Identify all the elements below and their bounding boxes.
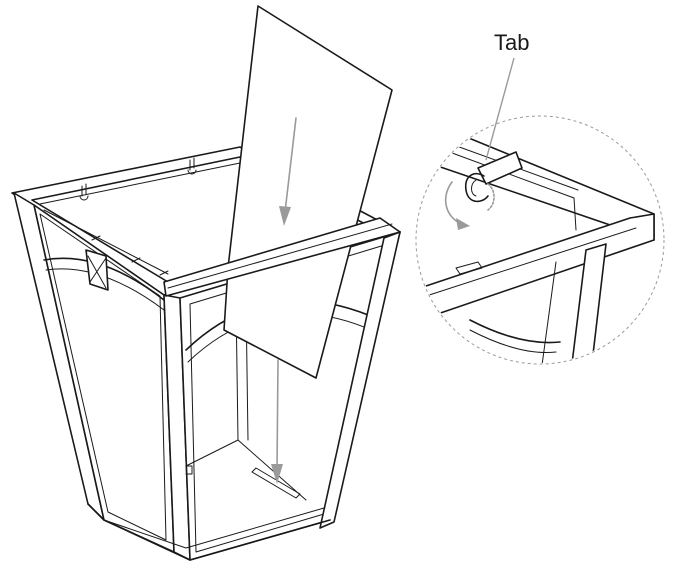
insertion-arrows (271, 117, 297, 484)
tab-detail-callout (415, 115, 665, 365)
arrow-head-lower (271, 464, 283, 484)
arrow-head-upper (279, 206, 291, 226)
tab-leader-line (485, 57, 515, 161)
left-bracket (85, 249, 109, 291)
detail-lower-tab (455, 261, 483, 275)
detail-tab-hook (464, 172, 489, 203)
rim-tab-right (187, 157, 197, 175)
rotate-arrow-head (456, 218, 470, 230)
detail-tab-bent-outline (487, 183, 495, 211)
glass-panel-insert (223, 5, 393, 379)
glass-panel (223, 5, 393, 379)
tab-label: Tab (494, 30, 529, 55)
rim-tab-left (79, 183, 89, 201)
detail-post (569, 243, 607, 363)
arrow-down-upper (284, 117, 297, 213)
bottom-tab (185, 465, 193, 475)
bottom-slot (251, 467, 301, 499)
detail-arch (469, 319, 561, 344)
top-front-rim (163, 217, 401, 297)
detail-tab (477, 151, 523, 185)
lantern-base (87, 503, 331, 561)
arrow-down-lower (276, 359, 279, 471)
